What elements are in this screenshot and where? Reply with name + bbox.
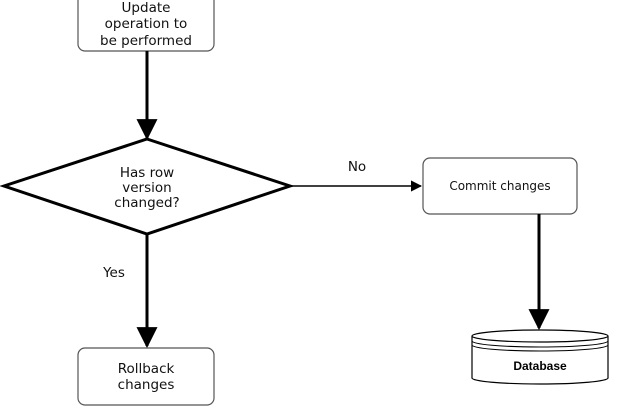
decision-line-2: version bbox=[122, 180, 171, 196]
rollback-line-2: changes bbox=[118, 377, 175, 393]
rollback-line-1: Rollback bbox=[118, 361, 175, 377]
decision-line-3: changed? bbox=[114, 195, 179, 211]
database-cylinder-band-2 bbox=[471, 344, 609, 352]
update-line-2: operation to bbox=[105, 16, 188, 32]
rollback-changes-box bbox=[77, 347, 215, 406]
commit-changes-label: Commit changes bbox=[449, 179, 550, 193]
update-operation-node: Update operation to be performed bbox=[77, 0, 215, 52]
update-line-3: be performed bbox=[100, 33, 192, 49]
decision-line-1: Has row bbox=[120, 165, 174, 181]
rollback-changes-node: Rollback changes bbox=[77, 347, 215, 406]
no-edge-label: No bbox=[348, 159, 366, 175]
database-node: Database bbox=[471, 329, 609, 385]
decision-node: Has row version changed? bbox=[0, 137, 295, 236]
commit-changes-node: Commit changes bbox=[422, 157, 578, 215]
update-line-1: Update bbox=[122, 0, 171, 16]
commit-changes-box bbox=[422, 157, 578, 215]
database-label: Database bbox=[513, 359, 567, 373]
database-cylinder-band-1 bbox=[471, 340, 609, 348]
database-cylinder-top bbox=[471, 329, 609, 343]
database-cylinder-body bbox=[471, 336, 609, 385]
yes-edge-label: Yes bbox=[102, 265, 125, 281]
